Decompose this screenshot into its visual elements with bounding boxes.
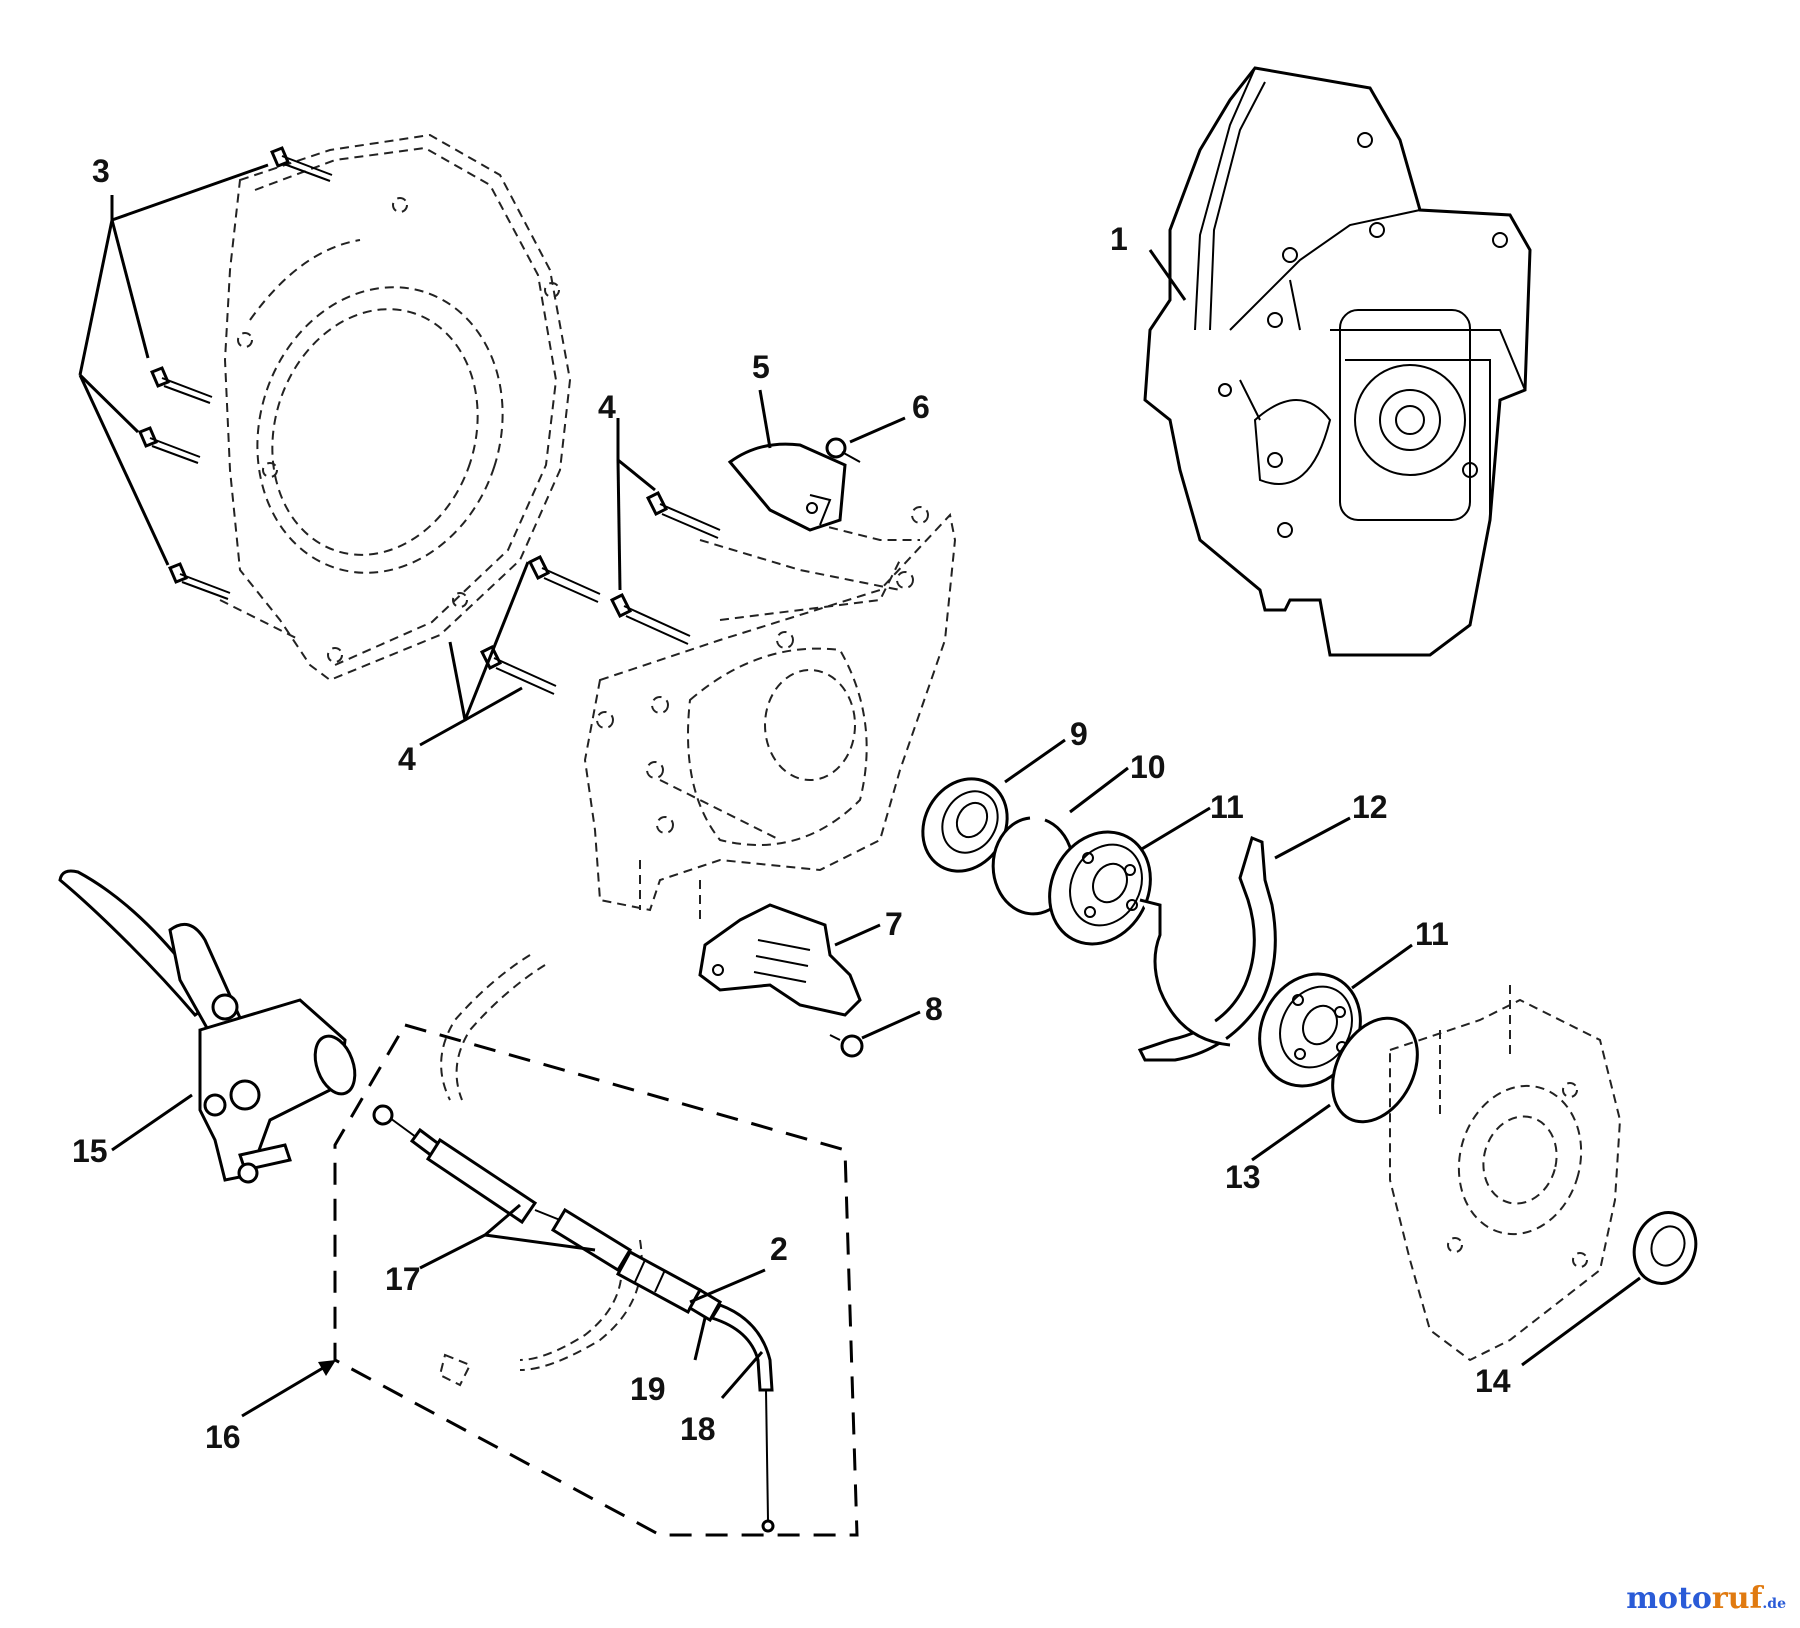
callout-19: 19 xyxy=(630,1371,666,1407)
callout-2: 2 xyxy=(770,1231,788,1267)
callout-15: 15 xyxy=(72,1133,108,1169)
callout-11-upper: 11 xyxy=(1210,789,1244,825)
watermark-logo: motoruf.de xyxy=(1626,1581,1786,1616)
callout-7: 7 xyxy=(885,906,903,942)
callout-6: 6 xyxy=(912,389,930,425)
part-5-shield xyxy=(727,442,847,532)
callout-10: 10 xyxy=(1130,749,1166,785)
callout-5: 5 xyxy=(752,349,770,385)
part-11-bearing-lower xyxy=(1258,972,1362,1088)
part-8-screw xyxy=(829,1034,864,1058)
callout-1: 1 xyxy=(1110,221,1128,257)
watermark-part-3: .de xyxy=(1762,1596,1786,1612)
callout-4-lower: 4 xyxy=(398,741,416,777)
callout-17: 17 xyxy=(385,1261,421,1297)
callout-18: 18 xyxy=(680,1411,716,1447)
callout-13: 13 xyxy=(1225,1159,1261,1195)
part-2-ferrule xyxy=(615,1249,703,1315)
part-13-o-ring xyxy=(1331,1016,1419,1124)
leader-lines xyxy=(78,163,1641,1418)
part-6-screw xyxy=(825,437,861,463)
callout-16: 16 xyxy=(205,1419,241,1455)
part-15-throttle-lever xyxy=(58,869,357,1184)
part-7-bracket xyxy=(698,903,862,1017)
part-18-inner-wire xyxy=(709,1303,775,1533)
engine-block-phantom xyxy=(583,506,957,920)
part-16-cable-assembly-box xyxy=(333,1023,859,1537)
part-12-gasket xyxy=(1137,835,1277,1062)
watermark-part-1: moto xyxy=(1626,1581,1712,1616)
part-3-bolts xyxy=(138,146,333,600)
flywheel-shroud-phantom xyxy=(223,133,572,682)
callout-labels: 1 2 3 4 4 5 6 7 8 9 10 11 11 12 13 14 15… xyxy=(72,153,1511,1455)
part-11-bearing-upper xyxy=(1048,830,1152,946)
part-17-cable-housing xyxy=(372,1104,633,1273)
watermark-part-2: ruf xyxy=(1711,1581,1763,1616)
callout-12: 12 xyxy=(1352,789,1388,825)
callout-8: 8 xyxy=(925,991,943,1027)
part-14-seal xyxy=(1632,1211,1698,1285)
callout-11-lower: 11 xyxy=(1415,916,1449,952)
part-4-bolts xyxy=(479,490,721,695)
callout-14: 14 xyxy=(1475,1363,1511,1399)
part-1-crankcase-housing xyxy=(1143,66,1532,657)
crankcase-half-phantom xyxy=(1389,985,1622,1362)
callout-9: 9 xyxy=(1070,716,1088,752)
callout-3: 3 xyxy=(92,153,110,189)
callout-4-upper: 4 xyxy=(598,389,616,425)
